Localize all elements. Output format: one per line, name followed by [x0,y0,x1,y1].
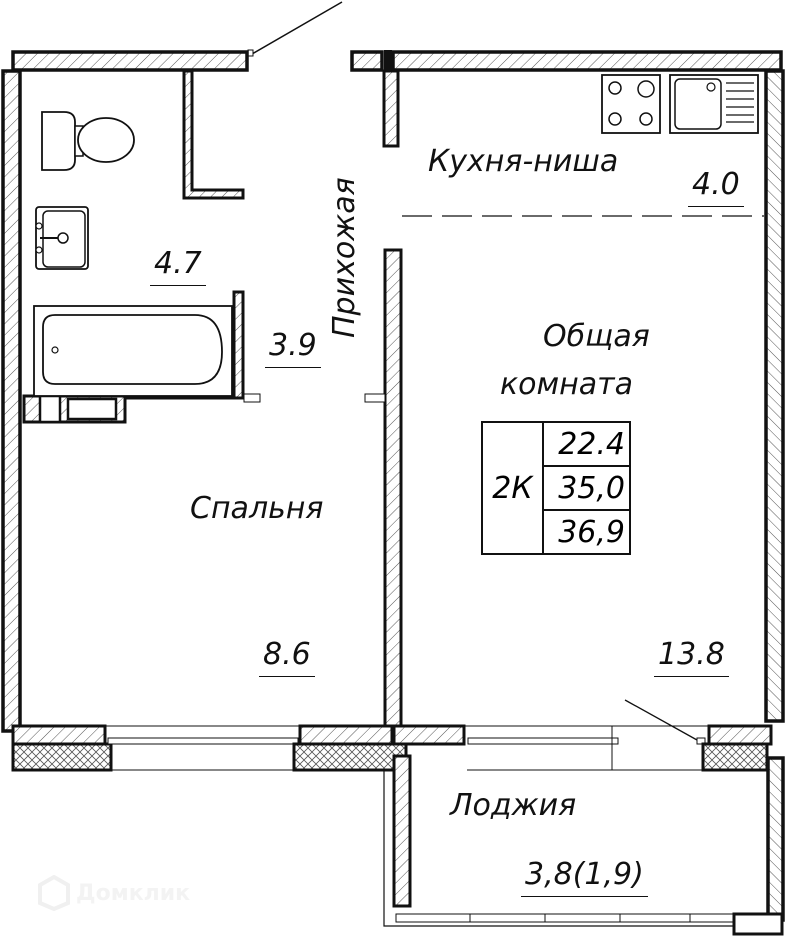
total-area-with-loggia-value: 36,9 [558,514,625,550]
interior-partitions [22,69,403,732]
bathroom-area: 4.7 [150,249,206,286]
watermark: Домклик [38,875,190,911]
living-room-name-line1: Общая [543,319,650,354]
bedroom-window [11,724,408,772]
bedroom-area: 8.6 [259,640,315,677]
kitchen-sink-icon [669,74,759,134]
living-area-value: 22.4 [544,423,629,467]
hallway-area: 3.9 [265,331,321,368]
total-area-value: 35,0 [544,467,629,511]
loggia-walls [383,754,784,936]
watermark-text: Домклик [76,880,191,906]
living-room-name-line2: комната [500,367,633,402]
kitchen-niche-area: 4.0 [688,170,744,207]
sink-icon [35,206,89,270]
stove-icon [601,74,661,134]
apartment-type: 2К [483,423,544,553]
living-room-window [392,699,773,772]
domclick-logo-icon [38,875,70,911]
living-room-area: 13.8 [654,640,729,677]
apartment-summary-table: 2К 22.4 35,0 36,9 [481,421,631,555]
kitchen-niche-name: Кухня-ниша [428,144,619,179]
toilet-icon [41,111,135,171]
loggia-name: Лоджия [450,788,577,823]
bathtub-icon [33,305,233,397]
entry-door-swing [251,1,343,55]
hallway-name: Прихожая [327,177,362,338]
bedroom-name: Спальня [190,491,324,526]
loggia-area: 3,8(1,9) [521,860,648,897]
